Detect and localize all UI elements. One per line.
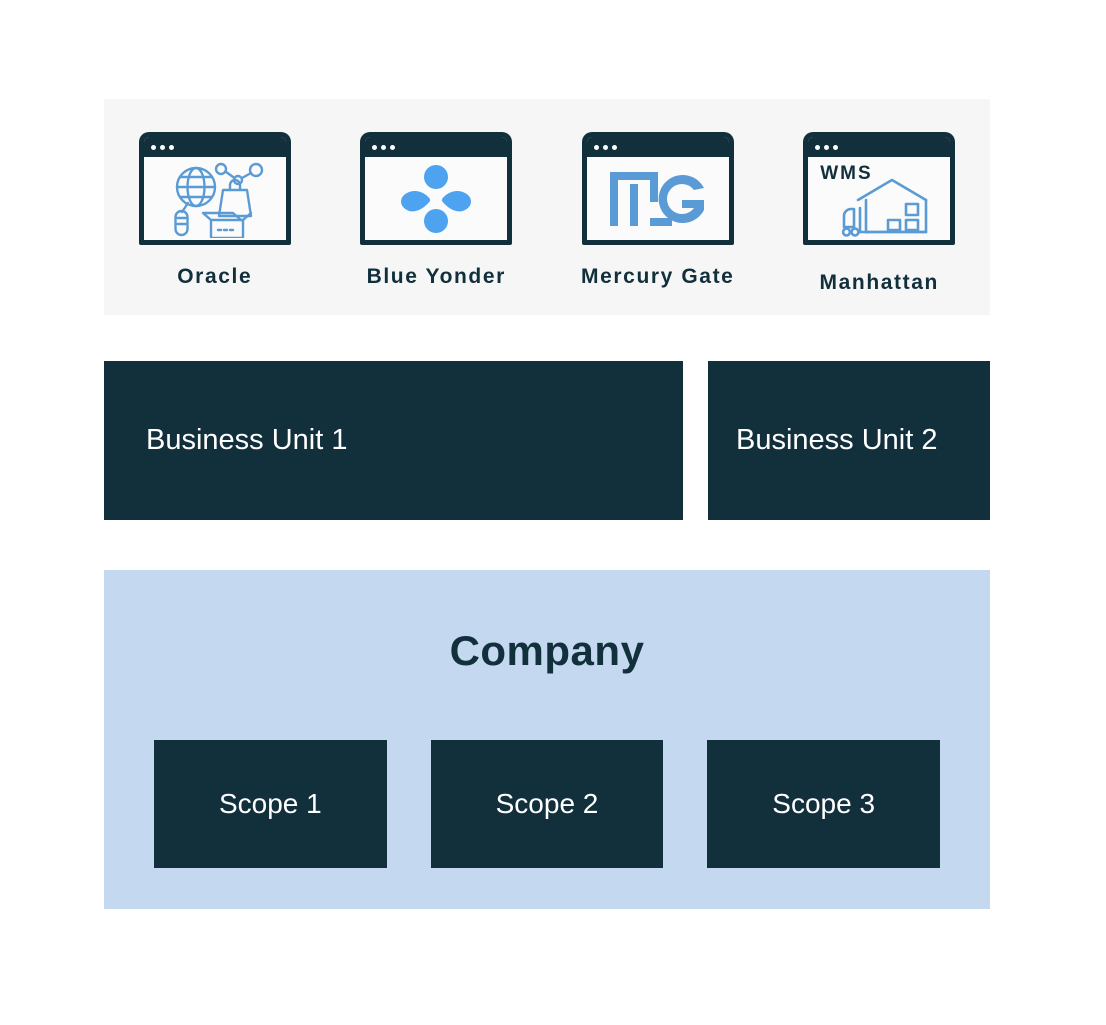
browser-title-bar [365,137,508,157]
scope-2-box[interactable]: Scope 2 [430,740,664,868]
browser-dot-icon [381,144,387,150]
browser-dot-icon [824,144,830,150]
scope-3-label: Scope 3 [772,788,876,819]
browser-window-blue-yonder [360,132,513,245]
systems-panel: Oracle [104,99,990,315]
system-card-oracle[interactable]: Oracle [127,132,303,289]
scope-3-box[interactable]: Scope 3 [707,740,941,868]
browser-dot-icon [150,144,156,150]
blue-yonder-pinwheel-icon [401,164,472,233]
scopes-row: Scope 1 Scope 2 Scope 3 [154,740,941,868]
browser-dot-icon [815,144,821,150]
browser-title-bar [586,137,729,157]
business-unit-2-box[interactable]: Business Unit 2 [708,361,990,520]
company-title: Company [449,627,645,674]
oracle-supply-chain-icon [174,162,263,238]
browser-dot-icon [159,144,165,150]
company-panel: Company Scope 1 Scope 2 Scope 3 [104,570,990,909]
browser-title-bar [808,137,951,157]
browser-dot-icon [390,144,396,150]
browser-window-mercury-gate [581,132,734,245]
wms-badge-label: WMS [820,163,873,184]
scope-1-label: Scope 1 [218,788,322,819]
system-label-blue-yonder: Blue Yonder [366,265,506,288]
systems-row: Oracle [104,99,990,315]
system-card-manhattan[interactable]: WMS [791,132,967,295]
system-card-mercury-gate[interactable]: Mercury Gate [570,132,746,289]
mercurygate-mg-monogram-icon [609,171,704,226]
warehouse-forklift-icon [842,178,928,237]
business-unit-2-label: Business Unit 2 [736,424,938,456]
browser-dot-icon [833,144,839,150]
business-unit-1-box[interactable]: Business Unit 1 [104,361,683,520]
browser-dot-icon [602,144,608,150]
browser-dot-icon [372,144,378,150]
system-label-oracle: Oracle [177,265,253,288]
system-card-blue-yonder[interactable]: Blue Yonder [348,132,524,289]
system-label-manhattan: Manhattan [819,271,939,294]
browser-content [143,157,286,240]
browser-title-bar [143,137,286,157]
browser-dot-icon [593,144,599,150]
browser-window-manhattan: WMS [803,132,956,245]
browser-content [365,157,508,240]
business-unit-1-label: Business Unit 1 [146,424,348,456]
browser-content: WMS [808,157,951,240]
system-label-mercury-gate: Mercury Gate [581,265,735,288]
scope-1-box[interactable]: Scope 1 [154,740,387,868]
business-units-row: Business Unit 1 Business Unit 2 [104,361,990,520]
browser-dot-icon [168,144,174,150]
browser-content [586,157,729,240]
browser-dot-icon [611,144,617,150]
browser-window-oracle [138,132,291,245]
scope-2-label: Scope 2 [495,788,599,819]
